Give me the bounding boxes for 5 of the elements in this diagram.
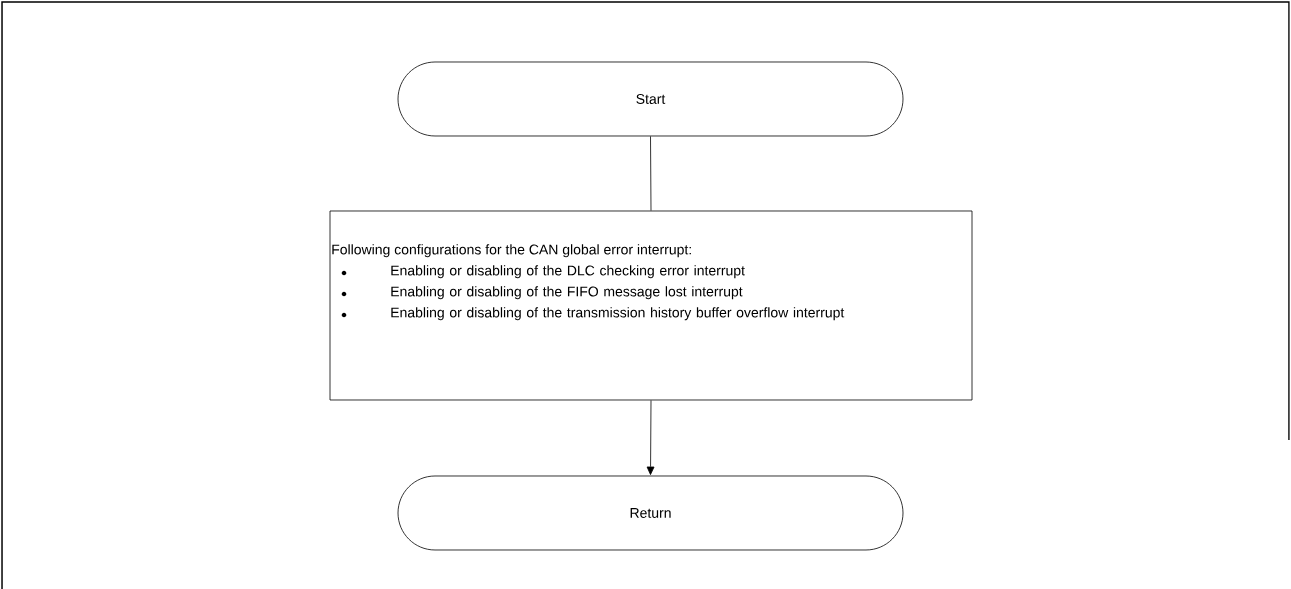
arrow [646,400,655,475]
terminal-box: Return [397,475,904,551]
terminal-box: Start [397,61,904,137]
process-box: Following configurations for the CAN global error interrupt: Enabling or disabling of the DLC checking error interrupt Enabling or disabling of the FIFO message lost interrupt Enabling or disabling of the transmission history buffer overflow interrupt [329,210,973,401]
connector-line [650,136,652,211]
